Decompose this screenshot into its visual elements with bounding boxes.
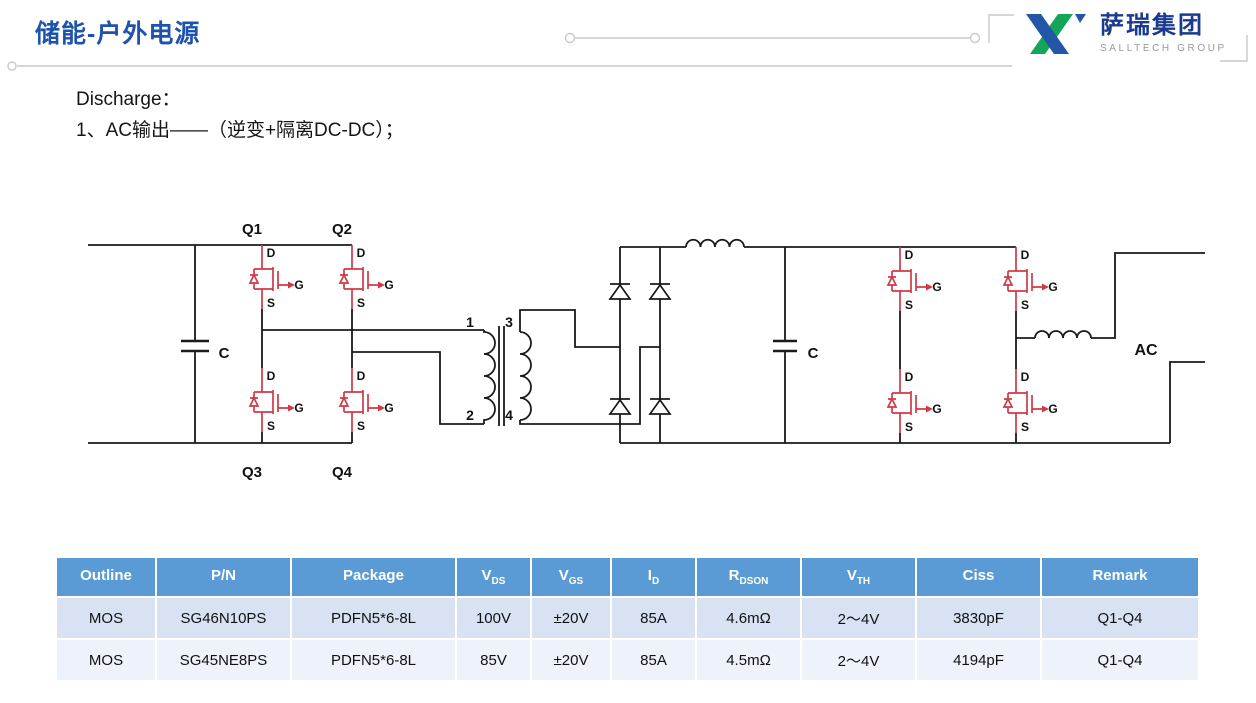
secondary-pin3-wire	[519, 309, 620, 348]
table-cell: 85A	[610, 638, 697, 682]
table-cell: MOS	[55, 638, 157, 682]
inverter-source-stubs	[899, 433, 1017, 443]
filter-inductor	[685, 238, 745, 248]
connector-ring-icon	[7, 61, 17, 71]
table-cell: 4.5mΩ	[695, 638, 802, 682]
page-title: 储能-户外电源	[35, 20, 201, 48]
col-header-id: ID	[610, 556, 697, 598]
wiring	[88, 238, 1205, 444]
col-header-rdson: RDSON	[695, 556, 802, 598]
table-cell: 85V	[455, 638, 532, 682]
mosfet-spec-table: Outline P/N Package VDS VGS ID RDSON VTH…	[55, 556, 1200, 682]
ac-top-terminal	[1091, 252, 1205, 339]
logo-name: 萨瑞集团	[1100, 12, 1204, 40]
input-capacitor	[181, 245, 209, 443]
mosfet-q3	[249, 367, 305, 434]
table-cell: PDFN5*6-8L	[290, 596, 457, 640]
bridge-legs	[261, 309, 353, 368]
table-cell: 100V	[455, 596, 532, 640]
pin3-label: 3	[505, 314, 513, 330]
table-cell: 85A	[610, 596, 697, 640]
col-header-pn: P/N	[155, 556, 292, 598]
mosfet-inverter-4	[1003, 368, 1059, 435]
secondary-pin4-wire	[519, 346, 660, 425]
ac-bottom-terminal	[1169, 361, 1205, 443]
secondary-winding	[519, 331, 532, 421]
inverter-legs	[899, 311, 1017, 369]
transformer	[483, 326, 532, 426]
logo-bracket	[988, 14, 1014, 43]
col-header-vth: VTH	[800, 556, 917, 598]
logo: 萨瑞集团 SALLTECH GROUP	[1018, 6, 1227, 60]
input-cap-label: C	[219, 345, 230, 362]
rectifier-bridge	[608, 283, 672, 415]
table-cell: SG45NE8PS	[155, 638, 292, 682]
mosfet-inverter-2	[1003, 246, 1059, 313]
col-header-package: Package	[290, 556, 457, 598]
logo-subtitle: SALLTECH GROUP	[1100, 42, 1227, 54]
discharge-label: Discharge：	[76, 89, 181, 110]
pin2-label: 2	[466, 407, 474, 423]
logo-bracket	[1220, 35, 1248, 62]
mosfet-inverter-1	[887, 246, 943, 313]
bus-cap-label: C	[808, 345, 819, 362]
output-inductor	[1034, 330, 1092, 339]
table-cell: 4194pF	[915, 638, 1042, 682]
pin1-label: 1	[466, 314, 474, 330]
pin4-label: 4	[505, 407, 513, 423]
col-header-outline: Outline	[55, 556, 157, 598]
diode-icon	[608, 398, 632, 415]
mosfet-q2	[339, 244, 395, 311]
table-cell: ±20V	[530, 596, 612, 640]
mosfet-inverter-3	[887, 368, 943, 435]
table-cell: ±20V	[530, 638, 612, 682]
ac-label: AC	[1134, 342, 1158, 359]
logo-text: 萨瑞集团 SALLTECH GROUP	[1100, 12, 1227, 54]
primary-pin2-wire	[352, 351, 484, 425]
diode-icon	[608, 283, 632, 300]
table-header-row: Outline P/N Package VDS VGS ID RDSON VTH…	[55, 556, 1200, 598]
col-header-ciss: Ciss	[915, 556, 1042, 598]
table-cell: Q1-Q4	[1040, 638, 1200, 682]
table-cell: Q1-Q4	[1040, 596, 1200, 640]
ac-output-line: 1、AC输出——（逆变+隔离DC-DC）；	[76, 120, 404, 141]
diode-icon	[648, 283, 672, 300]
transformer-core	[498, 326, 505, 426]
table-cell: 2～4V	[800, 638, 917, 682]
q2-label: Q2	[332, 221, 352, 238]
col-header-vds: VDS	[455, 556, 532, 598]
connector-ring-icon	[564, 32, 576, 44]
col-header-vgs: VGS	[530, 556, 612, 598]
table-cell: SG46N10PS	[155, 596, 292, 640]
q1-label: Q1	[242, 221, 262, 238]
circuit-diagram: D G S	[88, 221, 1205, 481]
col-header-remark: Remark	[1040, 556, 1200, 598]
mosfet-q1	[249, 244, 305, 311]
header-decoration	[7, 14, 1248, 71]
table-row: MOS SG45NE8PS PDFN5*6-8L 85V ±20V 85A 4.…	[55, 638, 1200, 682]
q3-label: Q3	[242, 464, 262, 481]
table-cell: MOS	[55, 596, 157, 640]
table-cell: 4.6mΩ	[695, 596, 802, 640]
table-cell: 2～4V	[800, 596, 917, 640]
primary-winding	[483, 330, 496, 424]
table-cell: 3830pF	[915, 596, 1042, 640]
diode-icon	[648, 398, 672, 415]
logo-mark-icon	[1026, 14, 1086, 54]
bus-capacitor	[773, 247, 797, 443]
q4-label: Q4	[332, 464, 353, 481]
mosfet-q4	[339, 367, 395, 434]
table-cell: PDFN5*6-8L	[290, 638, 457, 682]
source-stubs	[261, 432, 353, 443]
table-row: MOS SG46N10PS PDFN5*6-8L 100V ±20V 85A 4…	[55, 596, 1200, 640]
connector-ring-icon	[969, 32, 981, 44]
